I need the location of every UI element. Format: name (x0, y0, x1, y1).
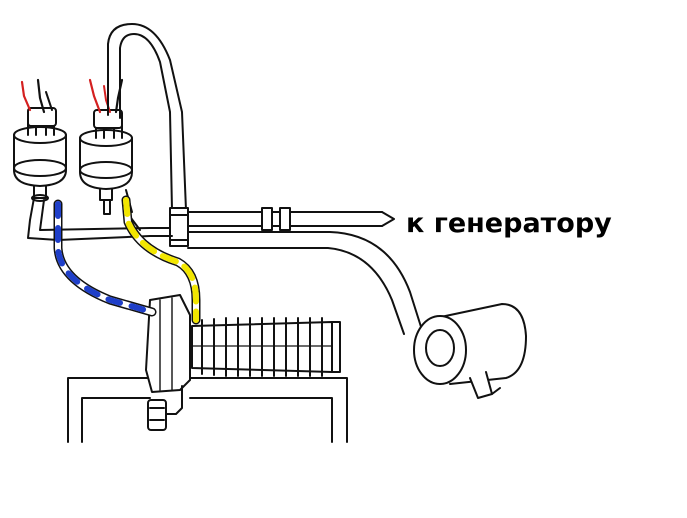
sensor-leads (20, 78, 124, 114)
rubber-boot (191, 317, 341, 377)
sensor-harness (27, 197, 173, 241)
mount-plate (145, 294, 191, 431)
tee-fitting (169, 207, 189, 247)
lower-hose (187, 231, 423, 335)
generator-label: к генератору (406, 208, 612, 239)
engine-block (67, 377, 348, 443)
canister (413, 303, 527, 399)
right-pressure-sensor (79, 109, 133, 215)
left-pressure-sensor (13, 107, 67, 202)
hose-to-generator (187, 207, 395, 231)
yellow-wire (121, 195, 201, 325)
blue-wire (53, 199, 157, 317)
upper-hose (107, 23, 187, 211)
